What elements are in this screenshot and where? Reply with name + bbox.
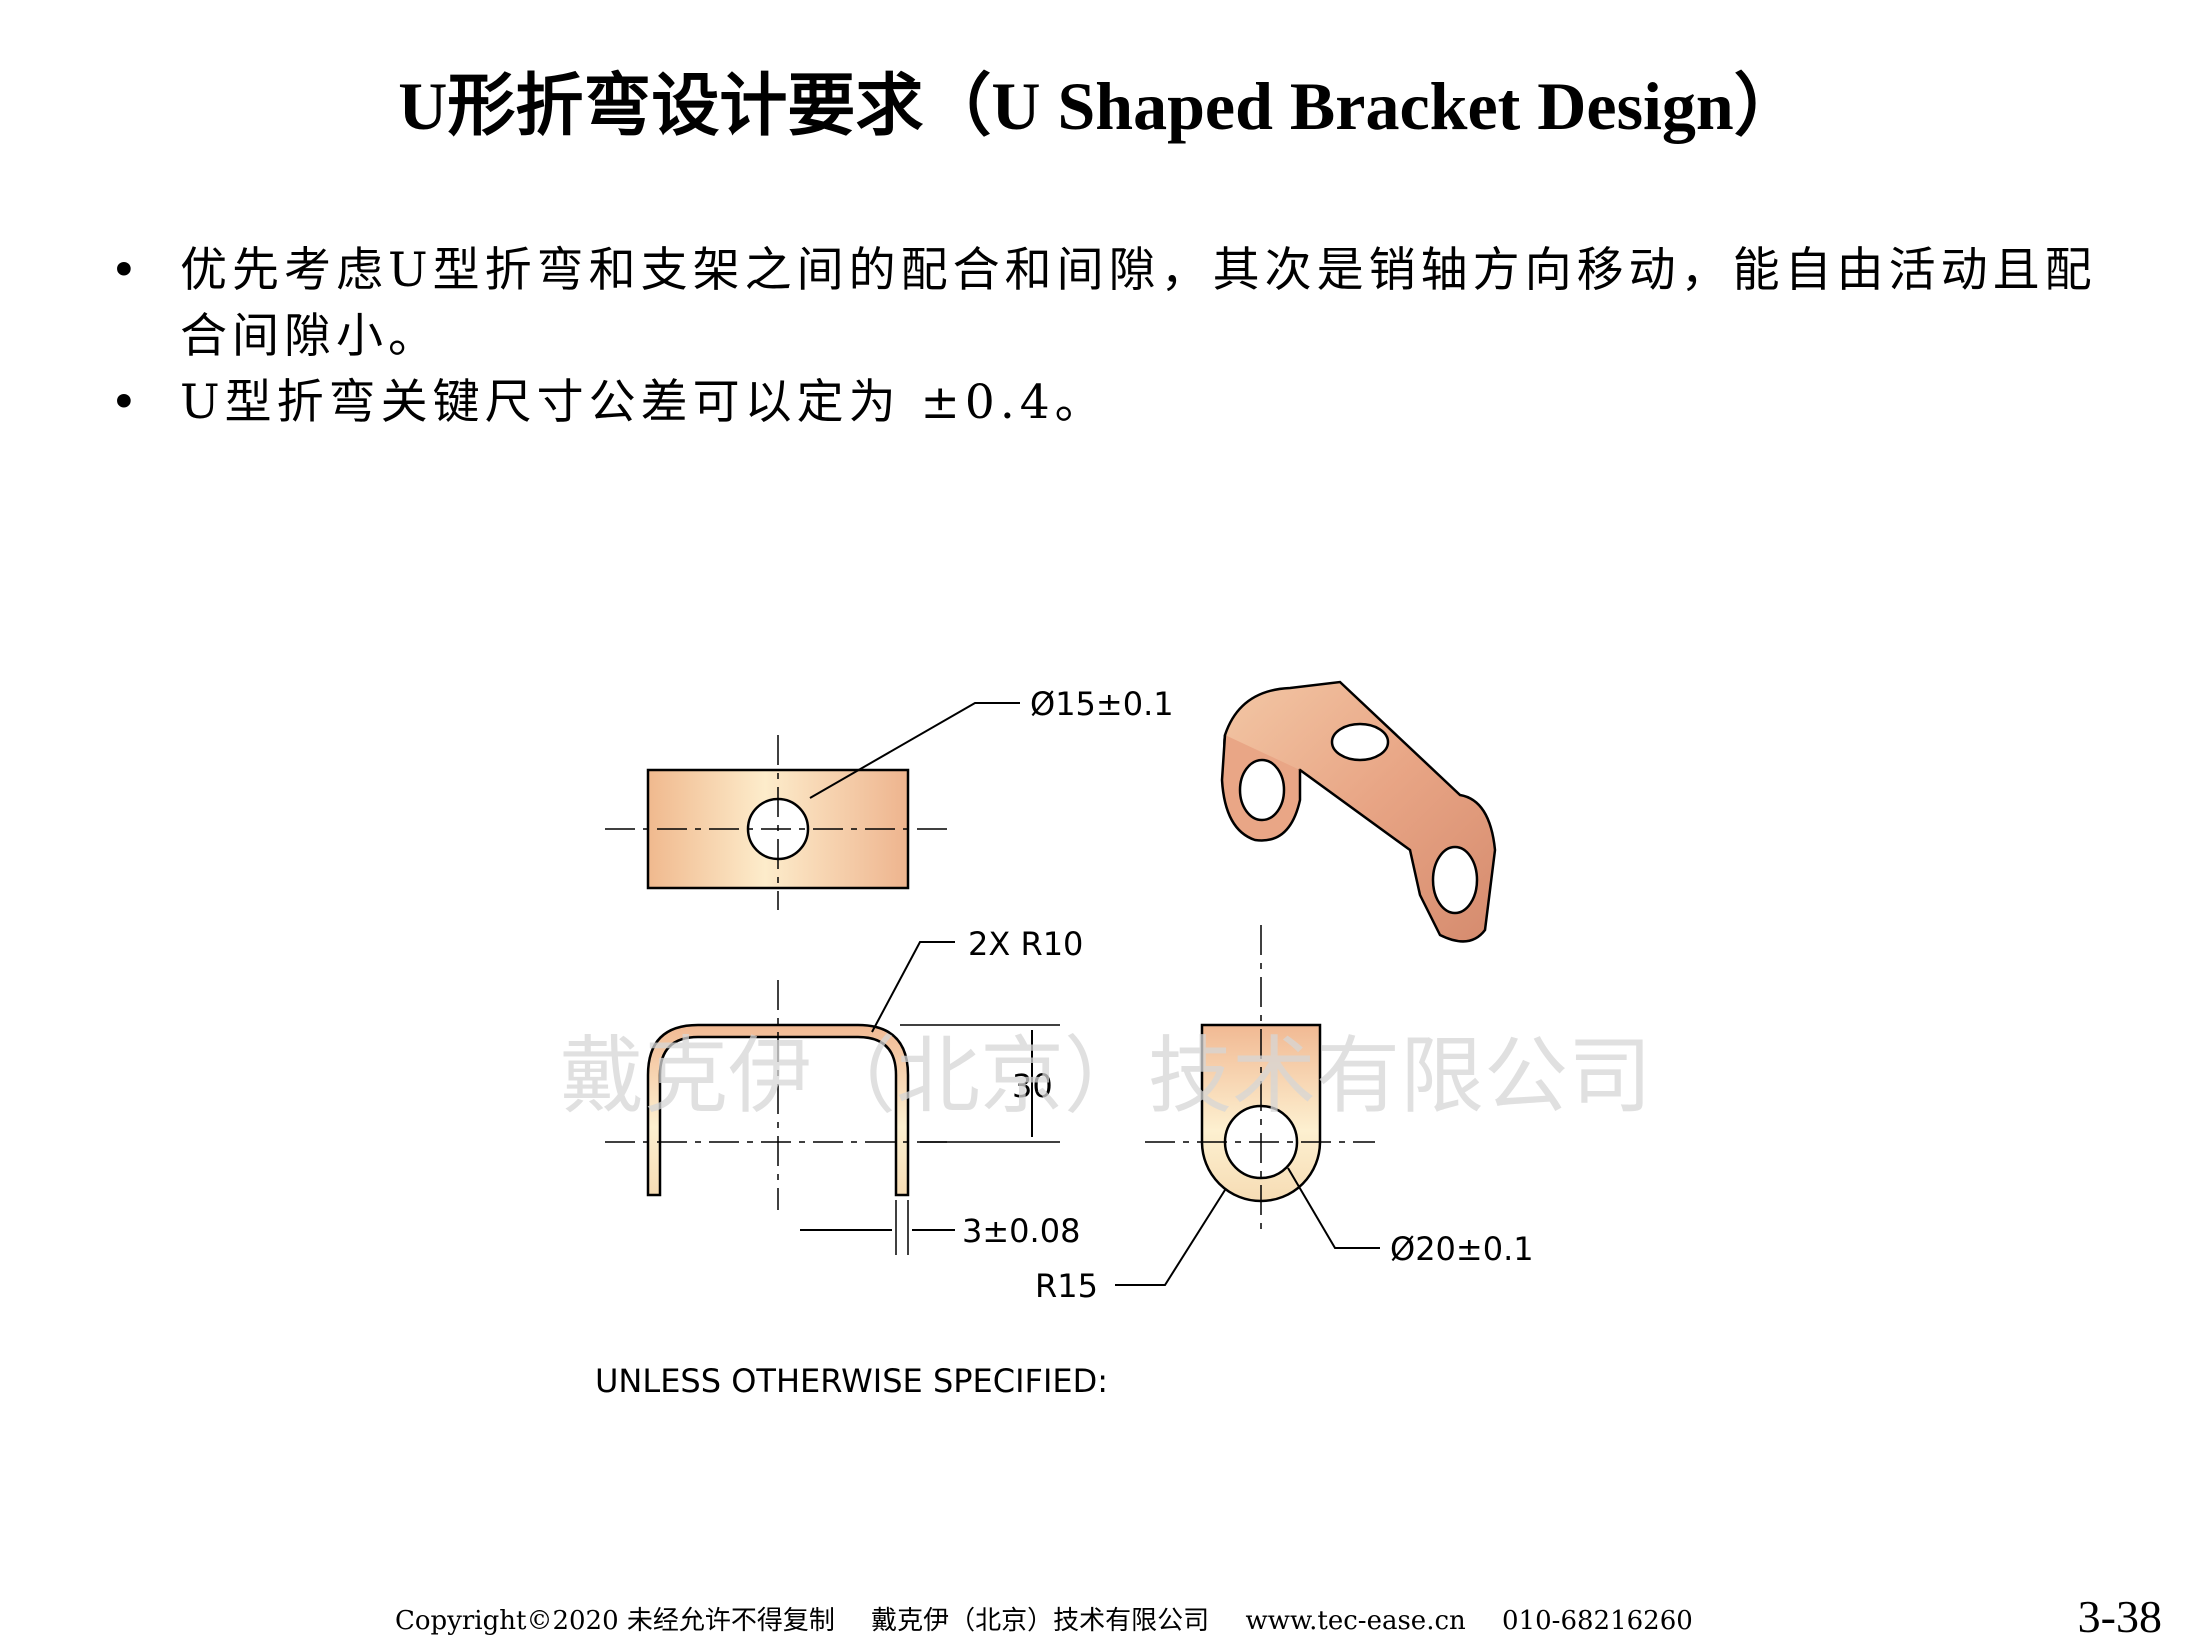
note-text: UNLESS OTHERWISE SPECIFIED: <box>595 1362 1108 1400</box>
height-label: 30 <box>1012 1067 1053 1105</box>
front-view <box>605 941 1060 1255</box>
bullet-text: 优先考虑U型折弯和支架之间的配合和间隙，其次是销轴方向移动，能自由活动且配合间隙… <box>180 243 2097 364</box>
footer-phone: 010-68216260 <box>1502 1606 1693 1636</box>
thickness-label: 3±0.08 <box>962 1212 1080 1250</box>
end-hole-label: Ø20±0.1 <box>1390 1230 1534 1268</box>
side-view <box>1115 925 1380 1286</box>
isometric-view <box>1220 680 1497 943</box>
footer-copyright: Copyright©2020 未经允许不得复制 <box>395 1606 835 1636</box>
bullet-item: • 优先考虑U型折弯和支架之间的配合和间隙，其次是销轴方向移动，能自由活动且配合… <box>110 238 2130 370</box>
bullet-text: U型折弯关键尺寸公差可以定为 ±0.4。 <box>180 375 1107 430</box>
watermark: 戴克伊（北京）技术有限公司 <box>560 1027 1652 1125</box>
footer: Copyright©2020 未经允许不得复制 戴克伊（北京）技术有限公司 ww… <box>395 1600 1721 1637</box>
footer-website[interactable]: www.tec-ease.cn <box>1245 1606 1466 1636</box>
page-title: U形折弯设计要求（U Shaped Bracket Design） <box>398 68 1802 144</box>
bullet-list: • 优先考虑U型折弯和支架之间的配合和间隙，其次是销轴方向移动，能自由活动且配合… <box>110 238 2130 436</box>
bullet-item: • U型折弯关键尺寸公差可以定为 ±0.4。 <box>110 370 2130 436</box>
top-view <box>605 702 1020 910</box>
page-number: 3-38 <box>2077 1591 2162 1642</box>
hole-dia-label: Ø15±0.1 <box>1030 685 1174 723</box>
bend-radius-label: 2X R10 <box>968 925 1083 963</box>
footer-company: 戴克伊（北京）技术有限公司 <box>871 1606 1210 1636</box>
end-radius-label: R15 <box>1035 1267 1098 1305</box>
bullet-marker: • <box>110 243 143 298</box>
bullet-marker: • <box>110 375 143 430</box>
